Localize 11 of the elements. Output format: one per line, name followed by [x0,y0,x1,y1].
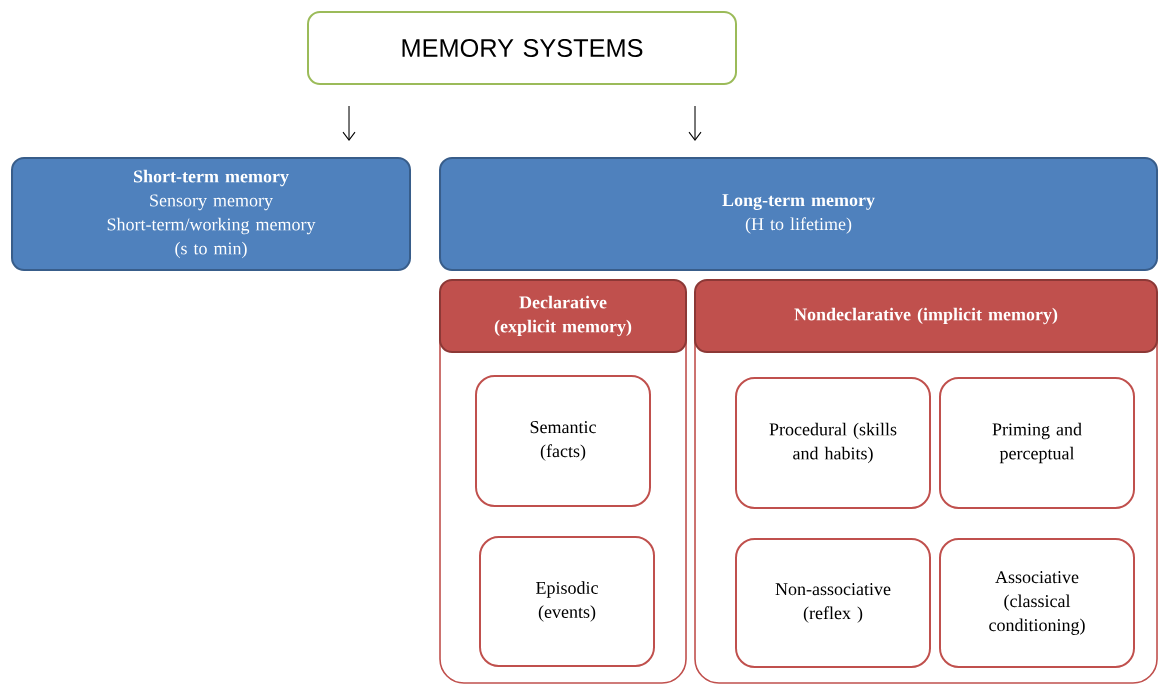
memory-type-box: Priming and perceptual [939,377,1135,509]
memory-type-box: Procedural (skills and habits) [735,377,931,509]
memory-type-box: Non-associative (reflex ) [735,538,931,668]
title-box: MEMORY SYSTEMS [307,11,737,85]
memory-box: Short-term memory Sensory memory Short-term/working memory (s to min) [11,157,411,271]
memory-type-box: Associative (classical conditioning) [939,538,1135,668]
memory-type-box: Episodic (events) [479,536,655,667]
memory-type-box: Semantic (facts) [475,375,651,507]
memory-box: Long-term memory (H to lifetime) [439,157,1158,271]
arrow [342,105,356,141]
arrow [688,105,702,141]
